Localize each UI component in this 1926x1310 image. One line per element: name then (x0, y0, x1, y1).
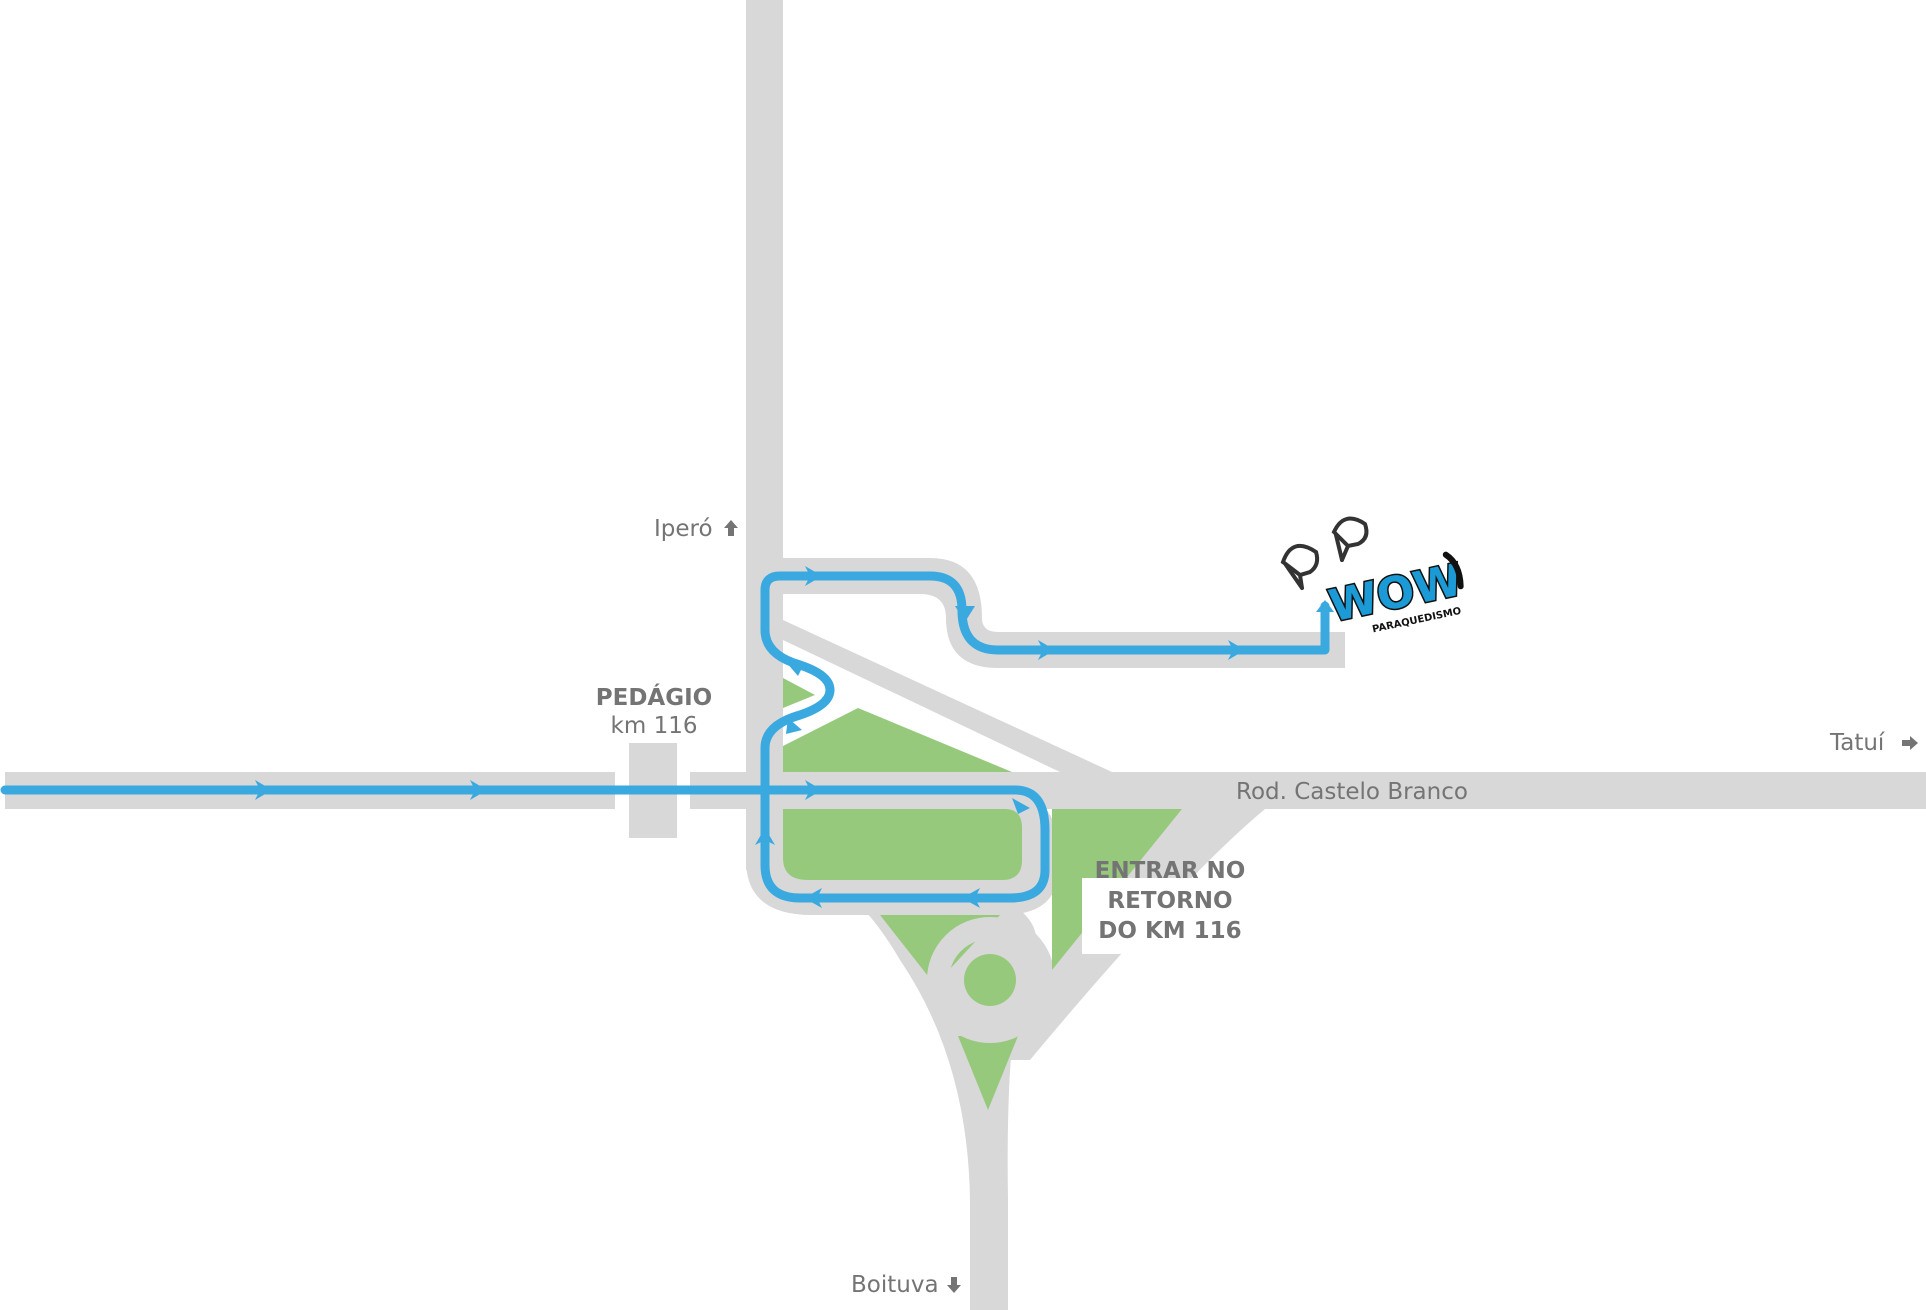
arrow-right-icon (1902, 736, 1918, 750)
parachute-icon (1331, 516, 1369, 562)
road-name: Rod. Castelo Branco (1236, 779, 1468, 805)
route-direction-arrow-icon (1228, 640, 1245, 660)
instruction-line-1: ENTRAR NO (1095, 858, 1246, 884)
route-direction-arrow-icon (804, 888, 822, 908)
grass-triangle-small (783, 678, 815, 708)
tatui-label: Tatuí (1829, 730, 1885, 756)
instruction-box (1082, 878, 1258, 954)
toll-title: PEDÁGIO (596, 683, 712, 711)
route-direction-arrow-icon (955, 606, 975, 622)
route-direction-arrow-icon (755, 828, 775, 845)
route-direction-arrow-icon (1012, 798, 1030, 814)
route-highway-segment (0, 571, 1330, 903)
roundabout-center (964, 954, 1016, 1006)
ipero-label: Iperó (654, 516, 713, 542)
destination-arrow-icon (1316, 600, 1334, 612)
route-direction-arrow-icon (962, 888, 980, 908)
route-direction-arrow-icon (470, 780, 487, 800)
destination-logo: WOW PARAQUEDISMO (1280, 516, 1468, 635)
labels: Iperó PEDÁGIO km 116 Tatuí Rod. Castelo … (596, 516, 1918, 1298)
arrow-down-icon (947, 1277, 961, 1293)
route-direction-arrow-icon (786, 718, 802, 734)
roundabout-ring (927, 917, 1053, 1043)
route-direction-arrow-icon (805, 780, 822, 800)
toll-km: km 116 (611, 713, 698, 739)
boituva-label: Boituva (851, 1272, 939, 1298)
route-direction-arrow-icon (1038, 640, 1055, 660)
route-direction-arrow-icon (255, 780, 272, 800)
route-direction-arrow-icon (786, 662, 802, 676)
instruction-line-2: RETORNO (1107, 888, 1232, 914)
grass-loop-interior (783, 809, 1022, 880)
roads (5, 0, 1926, 1310)
grass-bottom-triangle (958, 1036, 1018, 1110)
instruction-line-3: DO KM 116 (1098, 918, 1241, 944)
route (0, 571, 1330, 903)
route-direction-arrows (255, 566, 1334, 908)
arrow-up-icon (724, 520, 738, 536)
parachute-icon (1280, 543, 1320, 590)
route-direction-arrow-icon (805, 566, 822, 586)
wow-logo: WOW PARAQUEDISMO (1323, 551, 1468, 635)
